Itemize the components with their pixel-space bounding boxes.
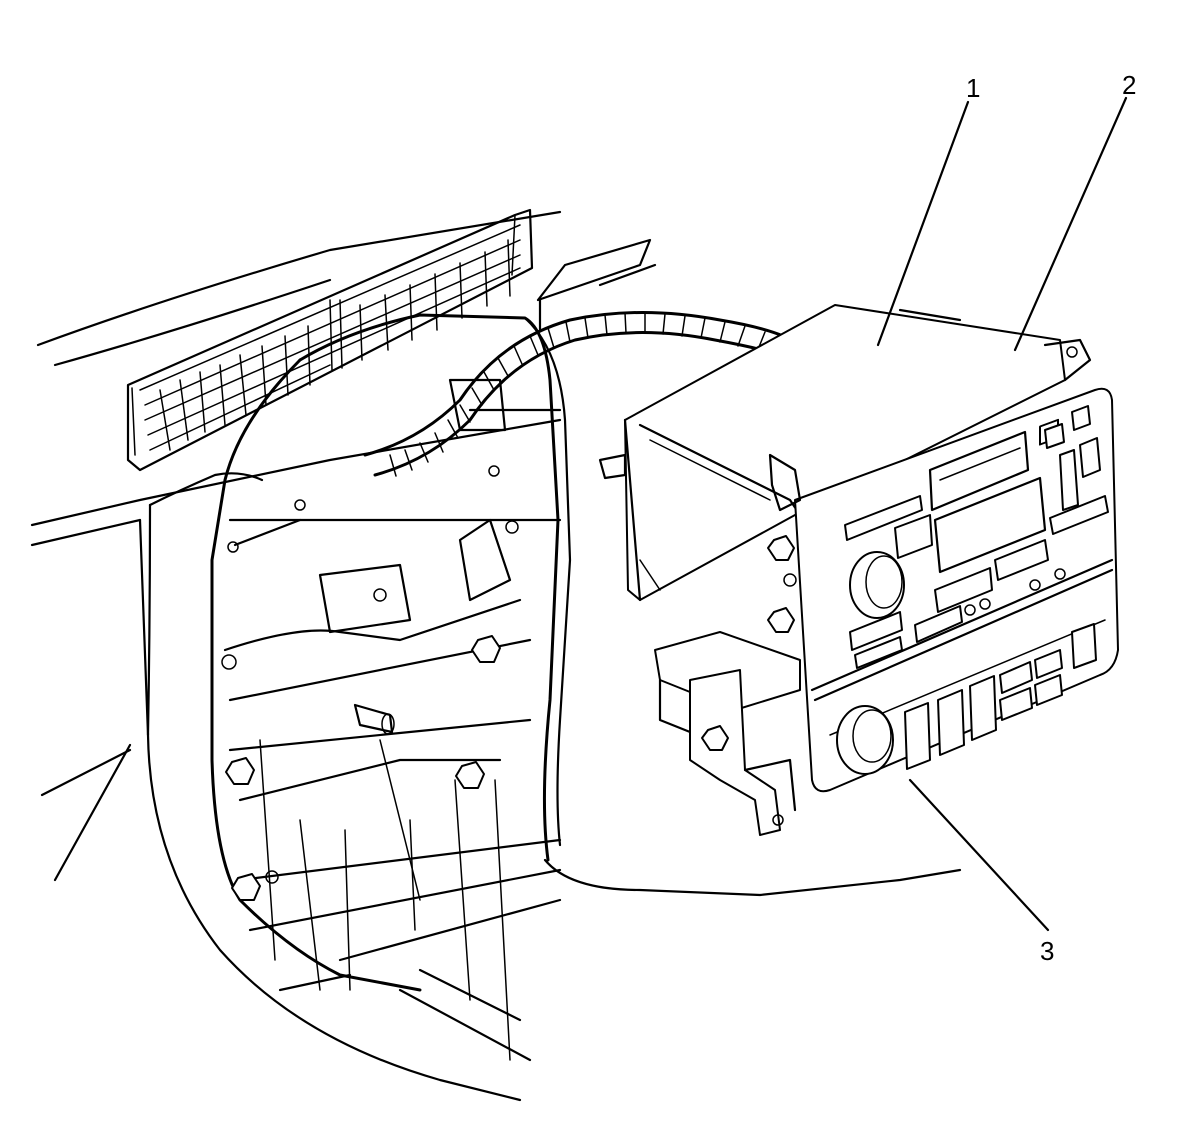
instrument-panel-outline: [30, 210, 657, 1102]
callout-2-label: 2: [1122, 70, 1136, 100]
mounting-bracket: [654, 453, 802, 836]
callout-2-leader: [1013, 96, 1128, 352]
climate-control-head: [829, 619, 1106, 775]
callout-3-label: 3: [1040, 936, 1054, 966]
radio-chassis: [598, 304, 1092, 602]
callout-1-leader: [876, 100, 970, 347]
callout-1-label: 1: [966, 73, 980, 103]
air-vent: [126, 208, 534, 472]
frame-bolts: [225, 635, 501, 901]
callout-leader-lines: [876, 96, 1128, 932]
callout-3-leader: [908, 778, 1050, 932]
wiring-harness-conduit: [363, 311, 802, 477]
